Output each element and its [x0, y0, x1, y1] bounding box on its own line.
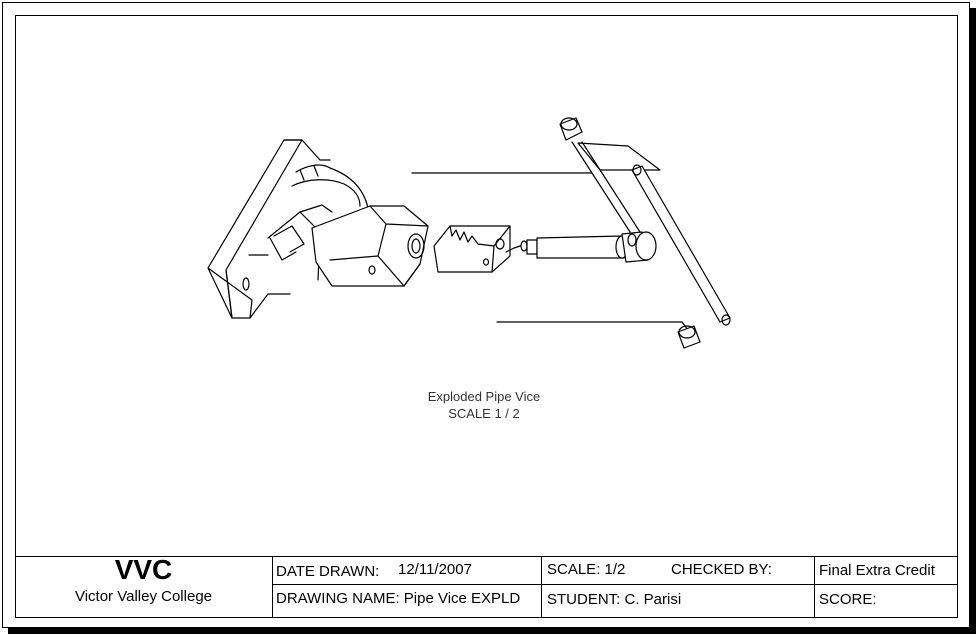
- scale-label: SCALE: 1/2: [547, 561, 626, 578]
- handle-bar-part: [571, 141, 731, 326]
- drawing-caption-title: Exploded Pipe Vice: [427, 389, 541, 404]
- drawing-sheet: [2, 2, 970, 628]
- drawing-border: [15, 15, 958, 618]
- school-name: Victor Valley College: [74, 588, 212, 605]
- handle-cap-top: [559, 117, 583, 141]
- score-label: SCORE:: [819, 591, 877, 608]
- drawing-caption-scale: SCALE 1 / 2: [448, 406, 520, 421]
- vice-base-part: [207, 139, 429, 319]
- handle-cap-bottom: [677, 325, 701, 349]
- movable-jaw-part: [433, 225, 511, 273]
- checked-by-label: CHECKED BY:: [671, 561, 772, 578]
- student-label: STUDENT: C. Parisi: [547, 591, 682, 608]
- date-drawn-label: DATE DRAWN:: [276, 563, 380, 580]
- assignment-label: Final Extra Credit: [819, 562, 935, 579]
- school-code: VVC: [114, 554, 173, 585]
- date-drawn-value: 12/11/2007: [398, 561, 472, 578]
- vice-screw-part: [505, 231, 657, 263]
- drawing-name-label: DRAWING NAME: Pipe Vice EXPLD: [276, 590, 521, 607]
